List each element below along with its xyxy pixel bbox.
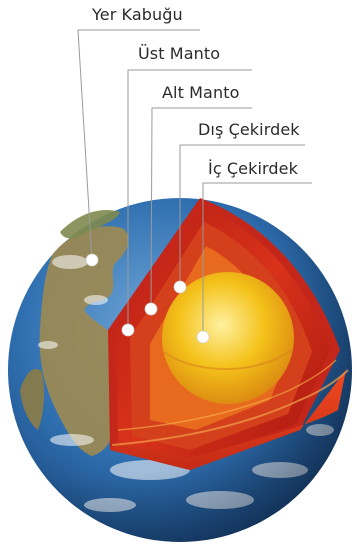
marker-upper-mantle	[121, 323, 135, 337]
label-crust: Yer Kabuğu	[92, 5, 183, 24]
inner-core-sphere	[162, 272, 294, 404]
leader-line-upper-mantle	[127, 69, 252, 330]
label-upper-mantle: Üst Manto	[138, 44, 221, 63]
cutaway-section	[108, 198, 349, 470]
markers	[85, 253, 210, 344]
leader-lines	[77, 29, 312, 337]
marker-inner-core	[196, 330, 210, 344]
marker-lower-mantle	[144, 302, 158, 316]
label-outer-core: Dış Çekirdek	[198, 120, 300, 139]
leader-line-inner-core	[202, 182, 312, 337]
marker-outer-core	[173, 280, 187, 294]
label-lower-mantle: Alt Manto	[162, 83, 240, 102]
label-inner-core: İç Çekirdek	[208, 159, 298, 178]
marker-crust	[85, 253, 99, 267]
mantle-slab-face	[110, 370, 346, 470]
leader-line-lower-mantle	[150, 107, 252, 310]
leader-line-crust	[77, 29, 200, 261]
leader-line-outer-core	[179, 144, 305, 287]
